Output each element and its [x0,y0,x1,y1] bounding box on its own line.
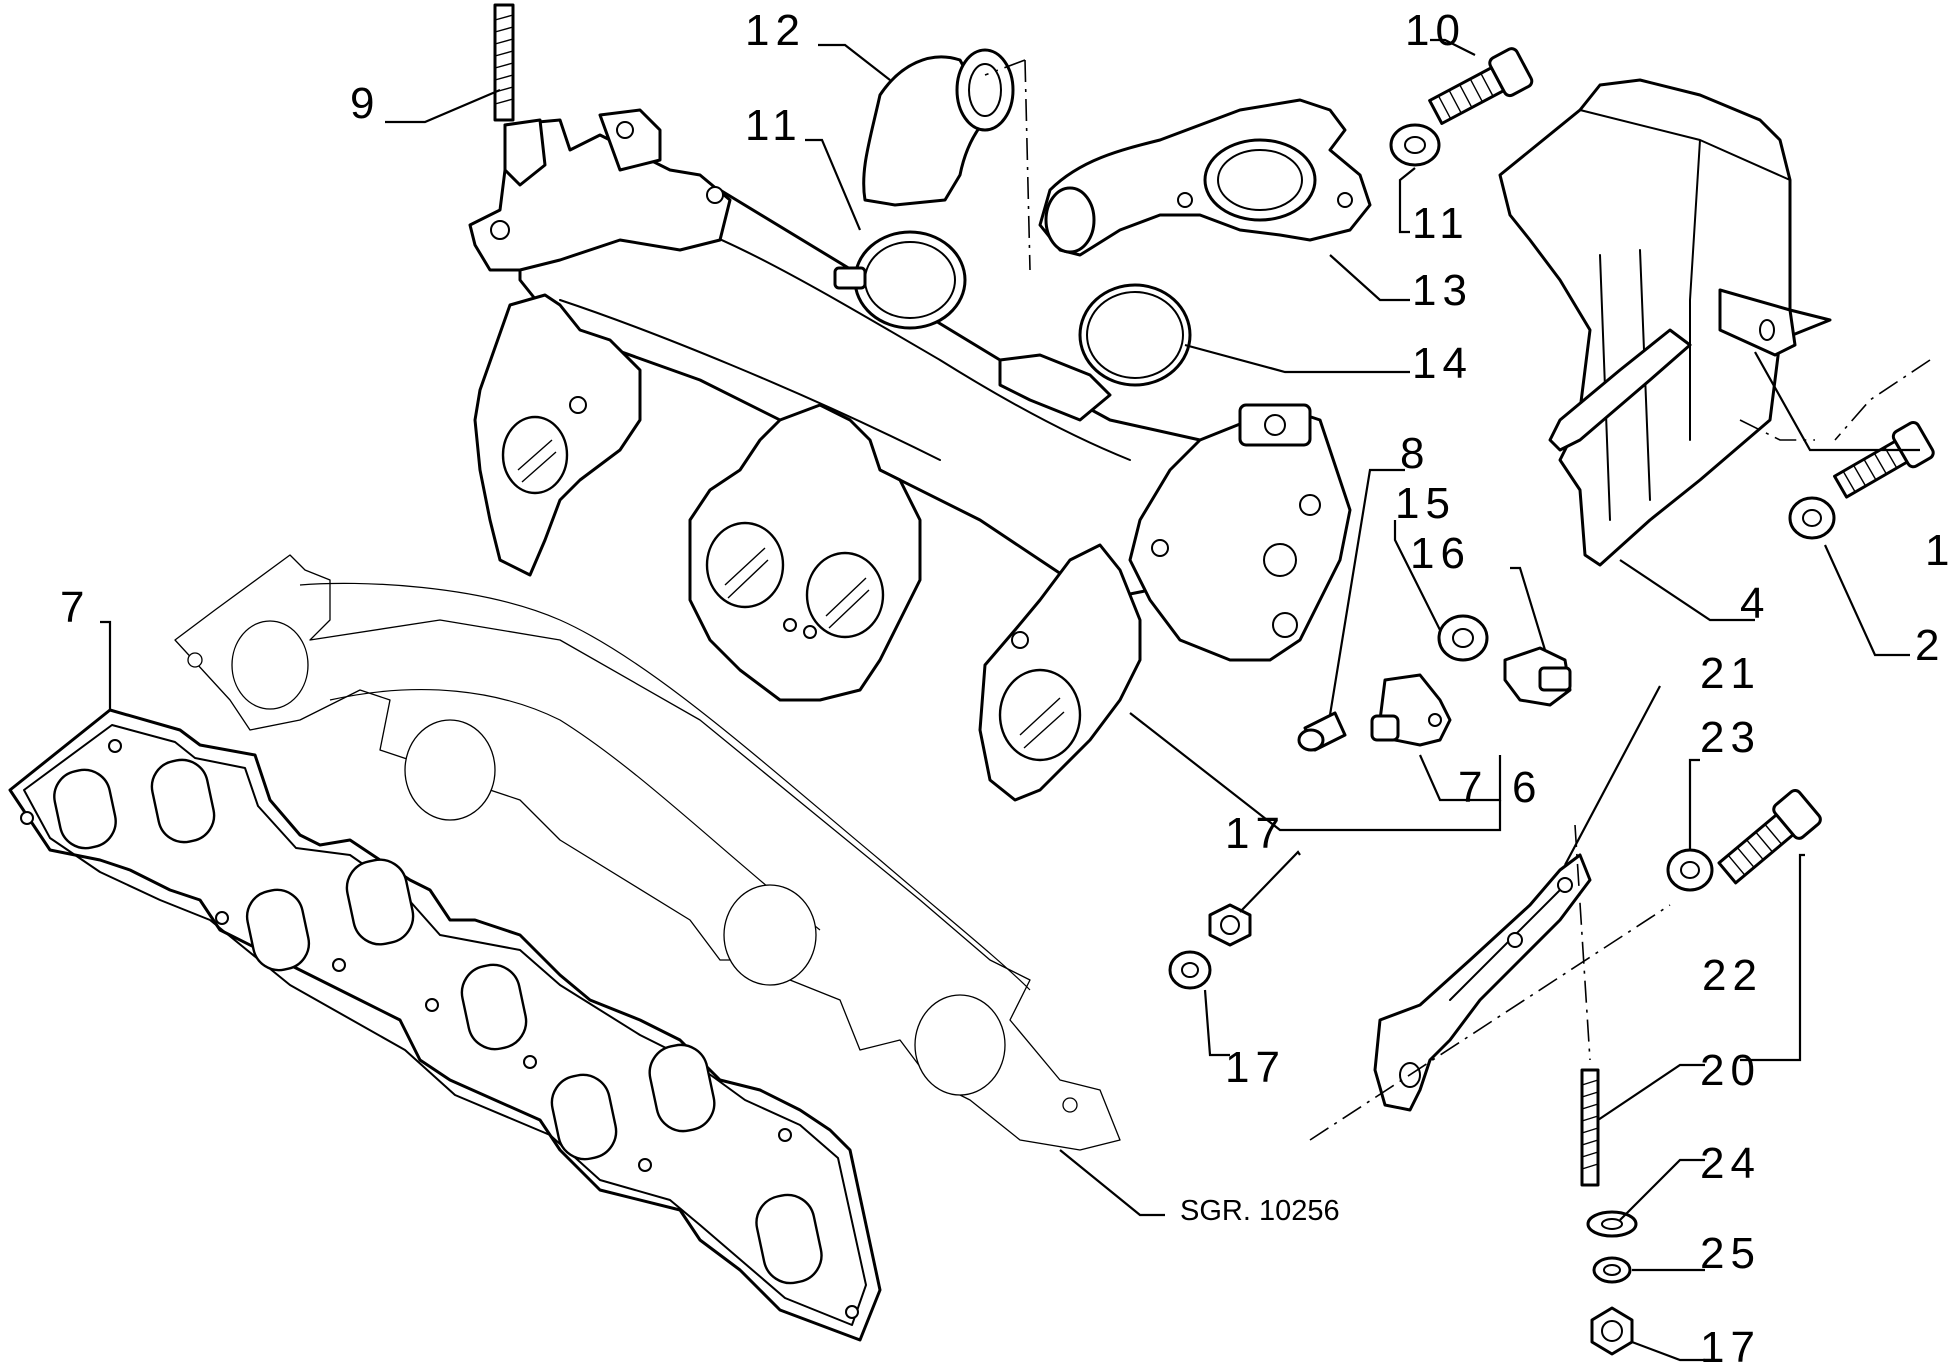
callout-6: 7 [60,583,90,632]
spring-washer-25 [1592,1256,1632,1284]
callout-14: 14 [1412,339,1473,388]
banjo-fitting [1370,673,1452,747]
callout-3: 4 [1740,579,1770,628]
callout-16: 16 [1410,529,1471,578]
bolt-9 [1428,47,1534,125]
nut-17-lower [1590,1306,1634,1356]
washer-2 [1788,496,1836,540]
callout-12: 12 [745,6,806,55]
callout-13: 13 [1412,266,1473,315]
heat-shield [1498,78,1832,567]
bolt-22 [1717,788,1822,885]
callout-9: 10 [1405,6,1466,55]
bolt-1 [1833,421,1935,499]
water-outlet-housing [1038,98,1372,257]
callouts: 9 12 11 10 11 13 14 8 15 16 7 6 1 4 2 7 … [60,6,1951,1368]
sealing-washer-15 [1437,614,1489,662]
callout-24: 24 [1700,1139,1761,1188]
exhaust-manifold-ghost [174,554,1121,1151]
callout-17: 17 [1225,809,1286,858]
callout-10: 11 [1412,199,1470,248]
callout-17-lower: 17 [1700,1323,1761,1368]
intake-manifold [468,108,1352,802]
elbow-hose [862,48,1015,207]
washer-24 [1586,1210,1638,1238]
callout-11: 11 [745,101,803,150]
washer-10 [1389,123,1441,167]
callout-1: 1 [1925,526,1951,575]
callout-18: 17 [1225,1043,1286,1092]
callout-21: 21 [1700,649,1761,698]
washer-23 [1666,848,1714,892]
callout-22: 22 [1702,951,1763,1000]
callout-8: 9 [350,79,380,128]
stud-20 [1580,1068,1600,1187]
callout-20: 20 [1700,1046,1761,1095]
callout-7: 8 [1400,429,1430,478]
dowel-pin [1297,711,1347,752]
callout-4: 6 [1512,763,1542,812]
leader-lines [100,38,1920,1362]
callout-15: 15 [1395,479,1456,528]
o-ring [1078,283,1192,387]
callout-25: 25 [1700,1229,1761,1278]
washer-18 [1168,950,1212,990]
callout-5: 7 [1458,763,1488,812]
temperature-sender [1503,646,1572,707]
callout-23: 23 [1700,713,1761,762]
callout-2: 2 [1915,621,1945,670]
reference-code: SGR. 10256 [1180,1195,1340,1227]
stud-8 [493,3,515,122]
hose-clamp [833,230,967,330]
support-bracket [1373,853,1592,1112]
nut-17 [1208,903,1252,947]
manifold-gasket [8,708,882,1342]
